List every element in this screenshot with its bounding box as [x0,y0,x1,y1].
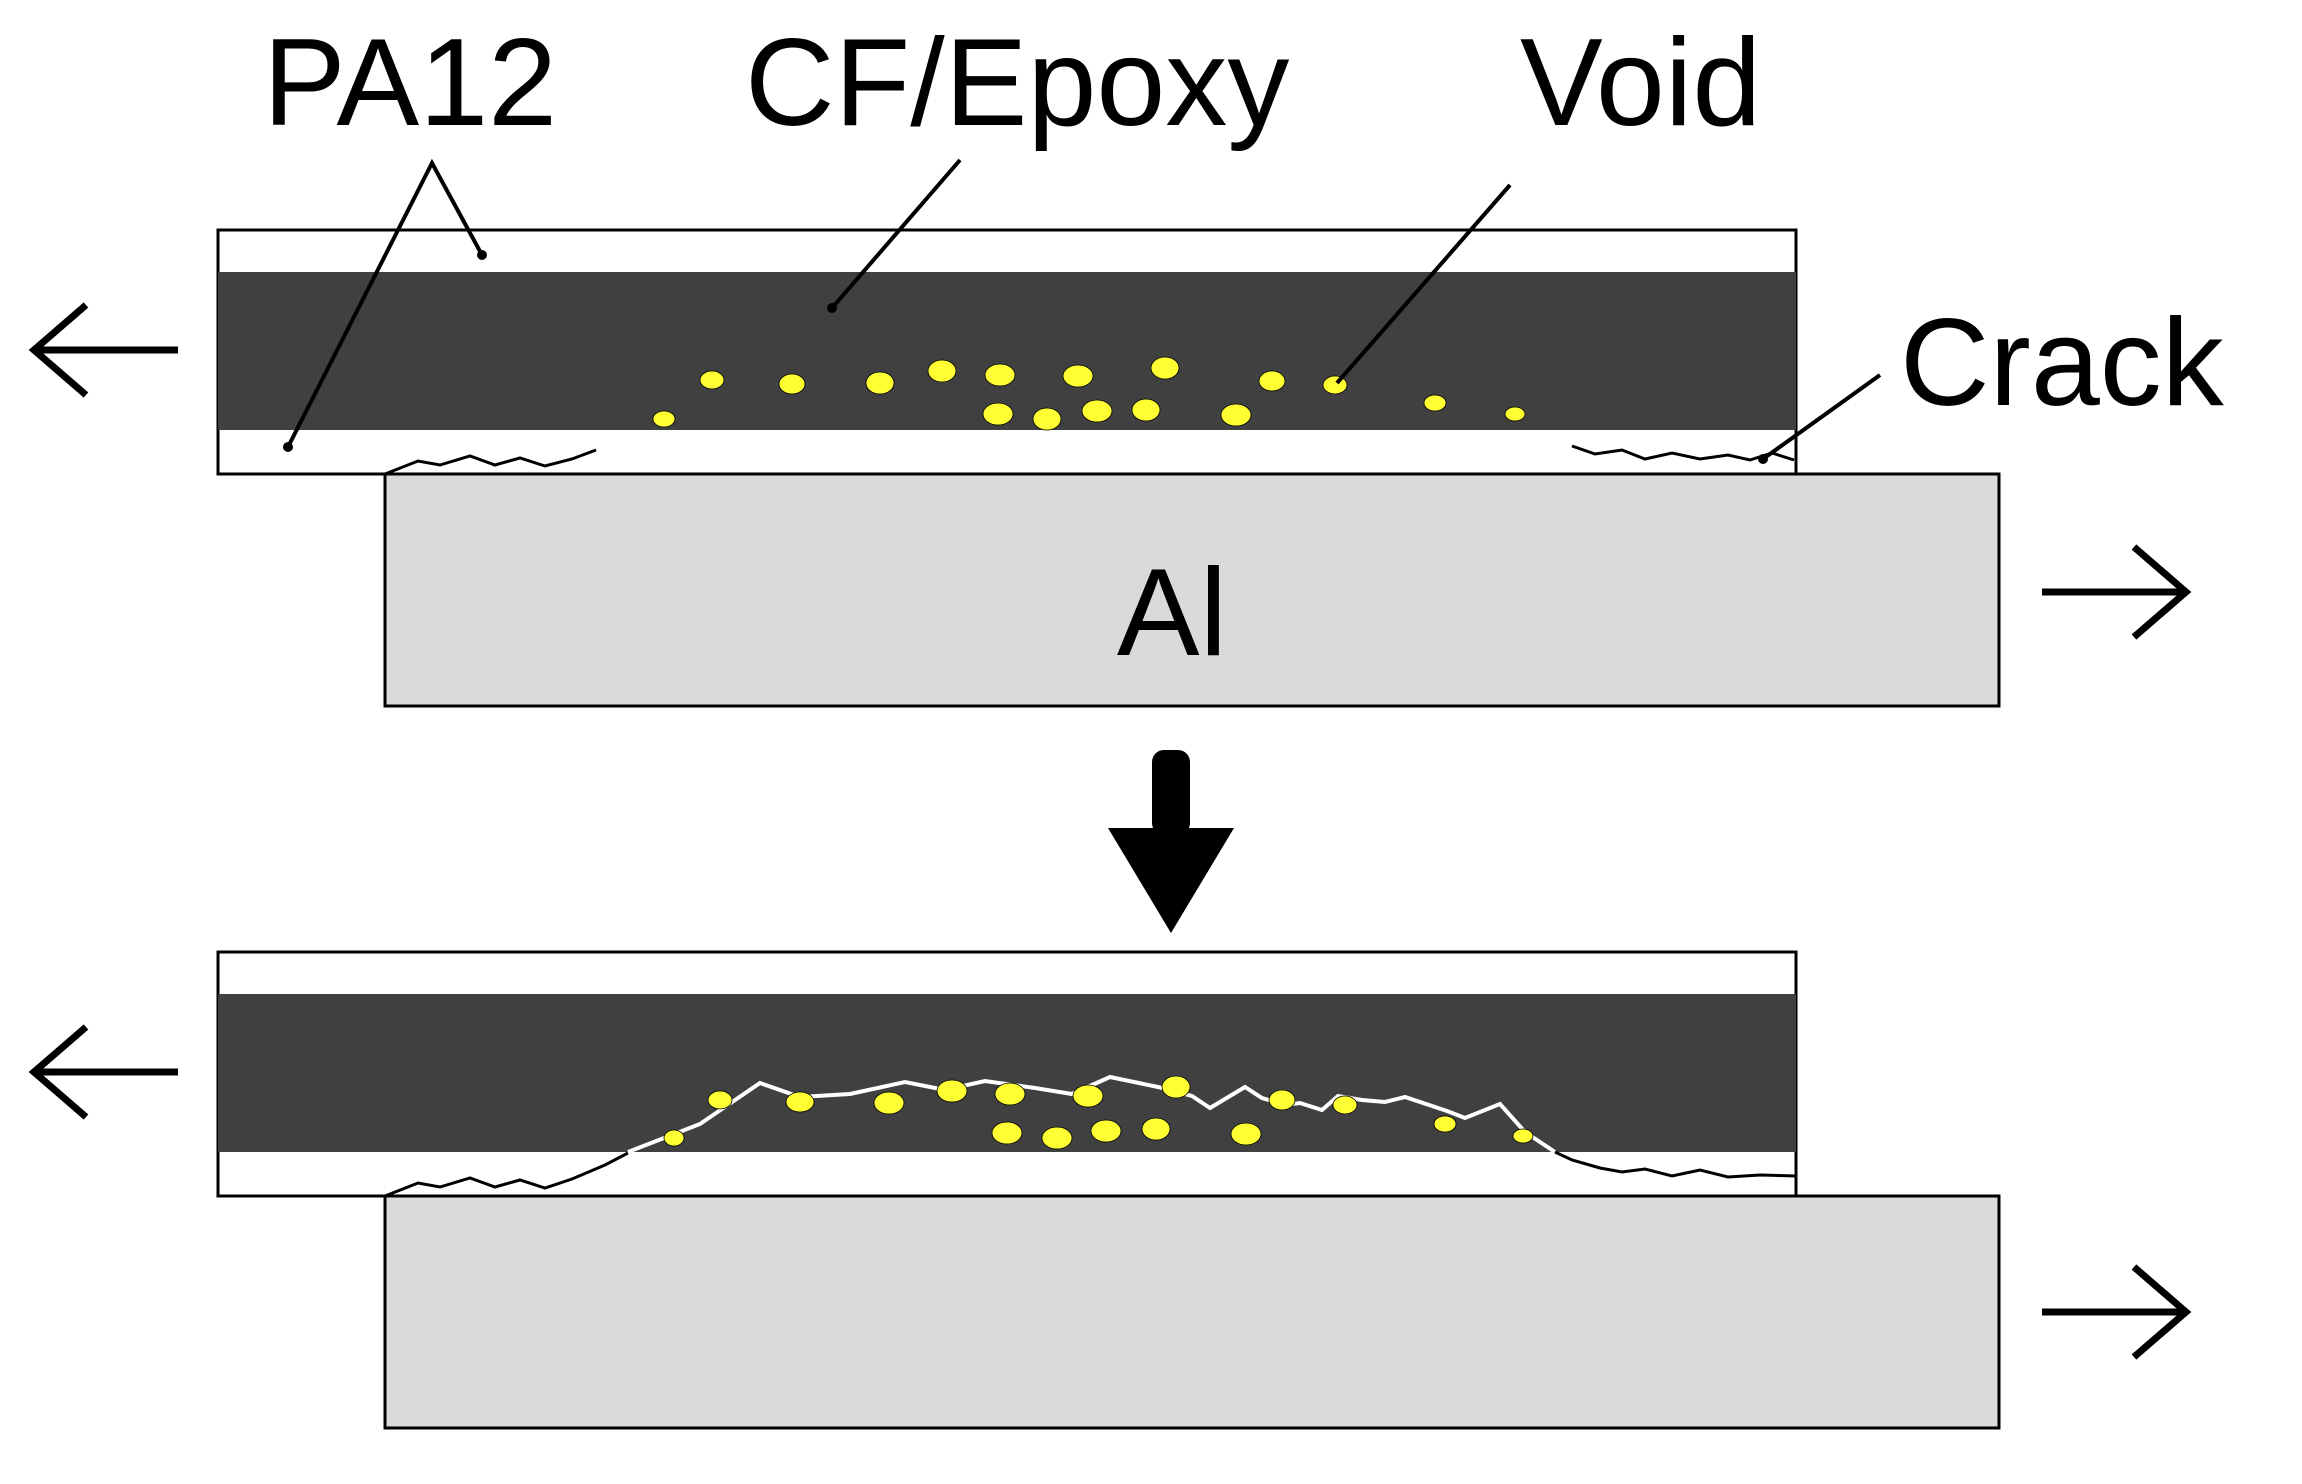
pa12-label: PA12 [263,14,557,152]
cf-epoxy-leader [830,158,962,310]
void [1090,1119,1122,1143]
crack-left [384,448,597,476]
void [927,359,957,383]
void [663,1129,685,1147]
arrow-left-icon [28,1024,178,1120]
leader-dots [283,250,1768,464]
void [1258,370,1286,392]
void [991,1121,1023,1145]
void [652,410,676,428]
void [699,370,725,390]
arrow-left-icon [28,302,178,398]
void [1032,407,1062,431]
pa12-leader [286,158,484,448]
void [1504,406,1526,422]
void [1220,403,1252,427]
void [873,1091,905,1115]
void [1081,399,1113,423]
void [1423,394,1447,412]
void [994,1082,1026,1106]
initial-state-joint: Al [28,228,2192,708]
crack-label: Crack [1900,294,2225,432]
arrow-right-icon [2042,1264,2192,1360]
void [1332,1095,1358,1115]
void [778,373,806,395]
void-label: Void [1520,14,1761,152]
label-leaders [286,158,1882,461]
void [1141,1117,1171,1141]
failed-state-joint [28,950,2192,1430]
void [1433,1115,1457,1133]
void [785,1091,815,1113]
al-substrate [383,1194,2001,1430]
arrow-right-icon [2042,544,2192,640]
void [1268,1089,1296,1111]
void [1161,1075,1191,1099]
void [1150,356,1180,380]
void [936,1079,968,1103]
crack-right [1554,1150,1797,1179]
crack-left [384,1151,629,1198]
void [1062,364,1094,388]
void [1512,1128,1534,1144]
void [1041,1126,1073,1150]
crack-path-through-voids [627,1074,1557,1154]
void [984,363,1016,387]
void [1072,1084,1104,1108]
void-leader [1335,183,1512,385]
al-substrate [383,472,2001,708]
void [982,402,1014,426]
arrow-down-icon [1108,750,1234,933]
void-cluster [663,1075,1534,1150]
void-cluster [652,356,1526,431]
cf-epoxy-label: CF/Epoxy [745,14,1289,152]
crack-leader [1761,373,1882,461]
void [707,1090,733,1110]
void [1131,398,1161,422]
al-label: Al [1117,544,1227,682]
void [1230,1122,1262,1146]
void [865,371,895,395]
cf-epoxy-layer [218,272,1796,430]
